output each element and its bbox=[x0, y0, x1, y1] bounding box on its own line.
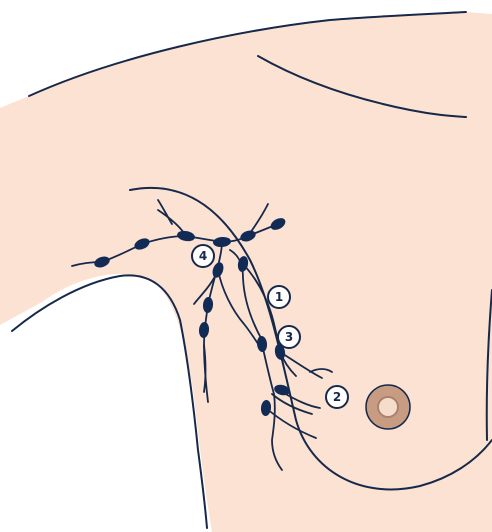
label-1-text: 1 bbox=[275, 290, 283, 304]
label-3: 3 bbox=[278, 326, 300, 348]
label-4-text: 4 bbox=[199, 249, 207, 263]
label-1: 1 bbox=[268, 286, 290, 308]
label-2: 2 bbox=[326, 386, 348, 408]
label-4: 4 bbox=[192, 245, 214, 267]
label-2-text: 2 bbox=[333, 390, 341, 404]
torso-skin bbox=[0, 12, 492, 532]
nipple bbox=[378, 397, 398, 417]
arm-outline bbox=[12, 275, 207, 528]
label-3-text: 3 bbox=[285, 330, 293, 344]
